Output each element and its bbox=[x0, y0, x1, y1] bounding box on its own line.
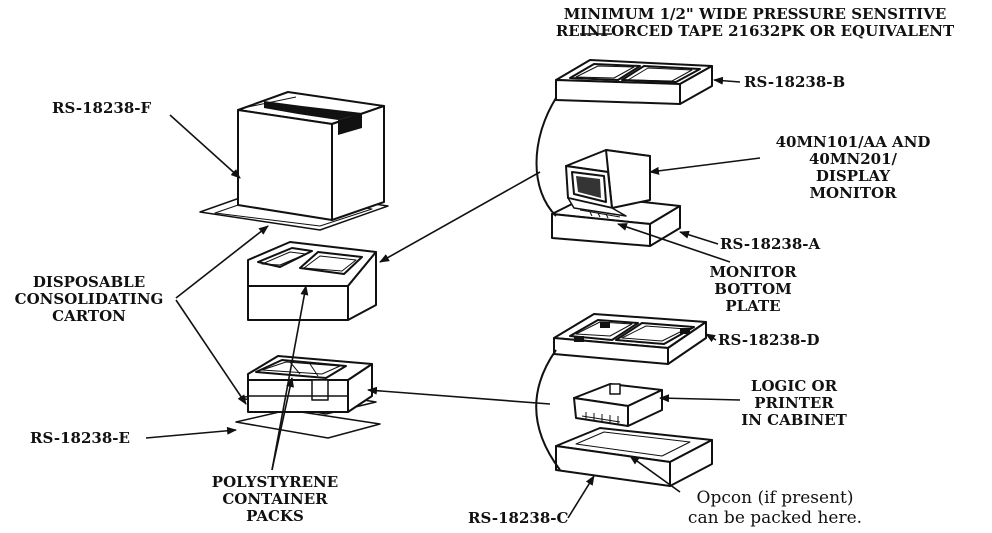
polystyrene-pack-b-icon bbox=[556, 60, 712, 104]
rs-18238-d-label: RS-18238-D bbox=[718, 332, 820, 349]
polystyrene-packs-line-2: CONTAINER bbox=[200, 491, 350, 508]
rs-18238-e-label: RS-18238-E bbox=[30, 430, 130, 447]
logic-printer-cabinet-icon bbox=[574, 384, 662, 426]
rs-18238-b-label: RS-18238-B bbox=[744, 74, 845, 91]
logic-printer-label: LOGIC OR PRINTER IN CABINET bbox=[734, 378, 854, 429]
rs-18238-a-label: RS-18238-A bbox=[720, 236, 820, 253]
display-monitor-line-2: 40MN201/ bbox=[748, 151, 958, 168]
opcon-note-label: Opcon (if present) can be packed here. bbox=[670, 488, 880, 528]
tape-spec-label: MINIMUM 1/2" WIDE PRESSURE SENSITIVE REI… bbox=[520, 6, 990, 40]
opcon-note-line-2: can be packed here. bbox=[670, 508, 880, 528]
polystyrene-pack-d-icon bbox=[554, 314, 706, 364]
display-monitor-line-3: DISPLAY bbox=[748, 168, 958, 185]
carton-f-icon bbox=[200, 92, 388, 230]
display-monitor-label: 40MN101/AA AND 40MN201/ DISPLAY MONITOR bbox=[748, 134, 958, 202]
polystyrene-pack-c-icon bbox=[556, 428, 712, 486]
logic-printer-line-2: PRINTER bbox=[734, 395, 854, 412]
tape-spec-line-2: REINFORCED TAPE 21632PK OR EQUIVALENT bbox=[520, 23, 990, 40]
rs-18238-c-label: RS-18238-C bbox=[468, 510, 568, 527]
display-monitor-line-4: MONITOR bbox=[748, 185, 958, 202]
logic-printer-line-3: IN CABINET bbox=[734, 412, 854, 429]
polystyrene-pack-upper-icon bbox=[248, 242, 376, 320]
disposable-carton-line-3: CARTON bbox=[4, 308, 174, 325]
monitor-bottom-plate-line-2: BOTTOM bbox=[688, 281, 818, 298]
polystyrene-packs-label: POLYSTYRENE CONTAINER PACKS bbox=[200, 474, 350, 525]
rs-18238-f-label: RS-18238-F bbox=[52, 100, 151, 117]
monitor-bottom-plate-line-1: MONITOR bbox=[688, 264, 818, 281]
tape-spec-line-1: MINIMUM 1/2" WIDE PRESSURE SENSITIVE bbox=[520, 6, 990, 23]
monitor-bottom-plate-line-3: PLATE bbox=[688, 298, 818, 315]
logic-printer-line-1: LOGIC OR bbox=[734, 378, 854, 395]
disposable-carton-label: DISPOSABLE CONSOLIDATING CARTON bbox=[4, 274, 174, 325]
polystyrene-packs-line-1: POLYSTYRENE bbox=[200, 474, 350, 491]
pack-a-b-bracket bbox=[537, 98, 557, 216]
polystyrene-packs-line-3: PACKS bbox=[200, 508, 350, 525]
polystyrene-pack-lower-icon bbox=[236, 356, 380, 438]
disposable-carton-line-1: DISPOSABLE bbox=[4, 274, 174, 291]
opcon-note-line-1: Opcon (if present) bbox=[670, 488, 880, 508]
monitor-bottom-plate-label: MONITOR BOTTOM PLATE bbox=[688, 264, 818, 315]
disposable-carton-line-2: CONSOLIDATING bbox=[4, 291, 174, 308]
display-monitor-line-1: 40MN101/AA AND bbox=[748, 134, 958, 151]
